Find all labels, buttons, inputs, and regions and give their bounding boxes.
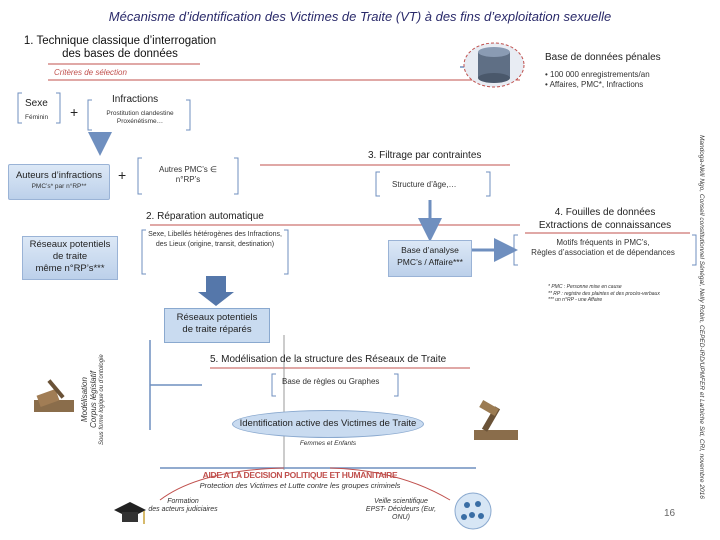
- formation-line2: des acteurs judiciaires: [148, 506, 218, 513]
- reseaux-repares-box: Réseaux potentiels de traite réparés: [164, 308, 270, 343]
- footnote3: *** un n°RP - une Affaire: [548, 297, 603, 303]
- scales-image: [470, 400, 522, 444]
- reseaux-repares-line2: de traite réparés: [182, 324, 252, 335]
- identification-title: Identification active des Victimes de Tr…: [239, 418, 417, 429]
- sexe-label: Sexe: [25, 98, 48, 109]
- section1-title-line2: des bases de données: [62, 48, 178, 60]
- autres-pmc-line1: Autres PMC’s ∈: [159, 165, 217, 174]
- criteria-label: Critères de sélection: [54, 68, 127, 77]
- identification-sub: Femmes et Enfants: [299, 440, 357, 447]
- side-right-credit-container: Mandoga-Nkili Ngo, Conseil constitutionn…: [698, 135, 712, 535]
- globe-icon: [452, 490, 494, 532]
- reseaux-repares-line1: Réseaux potentiels: [176, 312, 258, 323]
- section4-title-line1: 4. Fouilles de données: [554, 207, 656, 218]
- side-left-line1: Modélisation: [80, 377, 89, 423]
- reseaux-line1: Réseaux potentiels: [29, 239, 111, 250]
- formation-label: Formation des acteurs judiciaires: [138, 498, 228, 514]
- side-left-line2: Corpus législatif: [89, 371, 98, 429]
- infractions-value: Prostitution clandestine Proxénétisme…: [106, 110, 174, 125]
- auteurs-sub: PMC’s* par n°RP**: [31, 183, 87, 190]
- plus-icon: +: [70, 104, 79, 120]
- auteurs-box: Auteurs d’infractions PMC’s* par n°RP**: [8, 164, 110, 200]
- autres-pmc: Autres PMC’s ∈ n°RP’s: [144, 165, 232, 185]
- section2-text: Sexe, Libellés hétérogènes des Infractio…: [148, 231, 282, 248]
- veille-label: Veille scientifique EPST- Décideurs (Eur…: [356, 498, 446, 522]
- autres-pmc-line2: n°RP’s: [175, 175, 201, 184]
- section2-title: 2. Réparation automatique: [146, 211, 264, 222]
- database-icon: [462, 40, 526, 90]
- section1-title: 1. Technique classique d’interrogation d…: [20, 35, 220, 61]
- side-left-line3: Sous forme logique ou d’ontologie: [99, 354, 105, 446]
- side-right-credit: Mandoga-Nkili Ngo, Conseil constitutionn…: [698, 135, 705, 499]
- database-bullet2-text: Affaires, PMC*, Infractions: [549, 80, 644, 89]
- section4-text-line1: Motifs fréquents in PMC’s,: [556, 238, 650, 247]
- formation-line1: Formation: [167, 498, 199, 505]
- section1-title-line1: 1. Technique classique d’interrogation: [23, 35, 217, 47]
- reseaux-potentiels-box: Réseaux potentiels de traite même n°RP’s…: [22, 236, 118, 280]
- veille-line2: EPST- Décideurs (Eur,: [365, 506, 437, 513]
- graduation-cap-icon: [112, 496, 148, 530]
- sexe-value: Féminin: [25, 114, 49, 121]
- section4-text: Motifs fréquents in PMC’s, Règles d’asso…: [510, 238, 696, 258]
- reseaux-line2: de traite: [52, 251, 88, 262]
- footnote2: ** RP : registre des plaintes et des pro…: [548, 290, 660, 297]
- database-bullet1: • 100 000 enregistrements/an: [545, 70, 650, 79]
- database-bullets: • 100 000 enregistrements/an • Affaires,…: [545, 70, 650, 90]
- auteurs-label: Auteurs d’infractions: [15, 170, 103, 181]
- section4-title-line2: Extractions de connaissances: [538, 220, 672, 231]
- aide-sub: Protection des Victimes et Lutte contre …: [199, 481, 401, 490]
- gavel-image: [28, 372, 80, 418]
- reseaux-line3: même n°RP’s***: [35, 263, 105, 274]
- infractions-label: Infractions: [112, 94, 159, 105]
- section4-text-line2: Règles d’association et de dépendances: [531, 248, 675, 257]
- section3-text: Structure d’âge,…: [392, 180, 457, 189]
- veille-line3: ONU): [392, 514, 410, 521]
- veille-line1: Veille scientifique: [374, 498, 428, 505]
- footnote1: * PMC : Personne mise en cause: [548, 284, 622, 290]
- base-analyse-box: Base d’analyse PMC’s / Affaire***: [388, 240, 472, 277]
- base-analyse-line2: PMC’s / Affaire***: [397, 257, 463, 267]
- base-analyse-line1: Base d’analyse: [401, 245, 459, 255]
- section5-title: 5. Modélisation de la structure des Rése…: [210, 354, 447, 365]
- footnotes: * PMC : Personne mise en cause ** RP : r…: [548, 284, 660, 304]
- section5-text: Base de règles ou Graphes: [282, 377, 380, 386]
- section3-title: 3. Filtrage par contraintes: [368, 150, 482, 161]
- page-title: Mécanisme d’identification des Victimes …: [108, 9, 612, 24]
- database-title: Base de données pénales: [545, 52, 661, 63]
- plus-icon-2: +: [118, 167, 127, 183]
- page-number: 16: [664, 508, 676, 519]
- side-left-text: Modélisation Corpus législatif Sous form…: [80, 345, 106, 455]
- section4-title: 4. Fouilles de données Extractions de co…: [520, 206, 690, 232]
- database-bullet2: • Affaires, PMC*, Infractions: [545, 80, 644, 89]
- database-bullet1-text: 100 000 enregistrements/an: [550, 70, 650, 79]
- aide-title: AIDE A LA DECISION POLITIQUE ET HUMANITA…: [202, 470, 398, 480]
- identification-ellipse: [232, 410, 424, 438]
